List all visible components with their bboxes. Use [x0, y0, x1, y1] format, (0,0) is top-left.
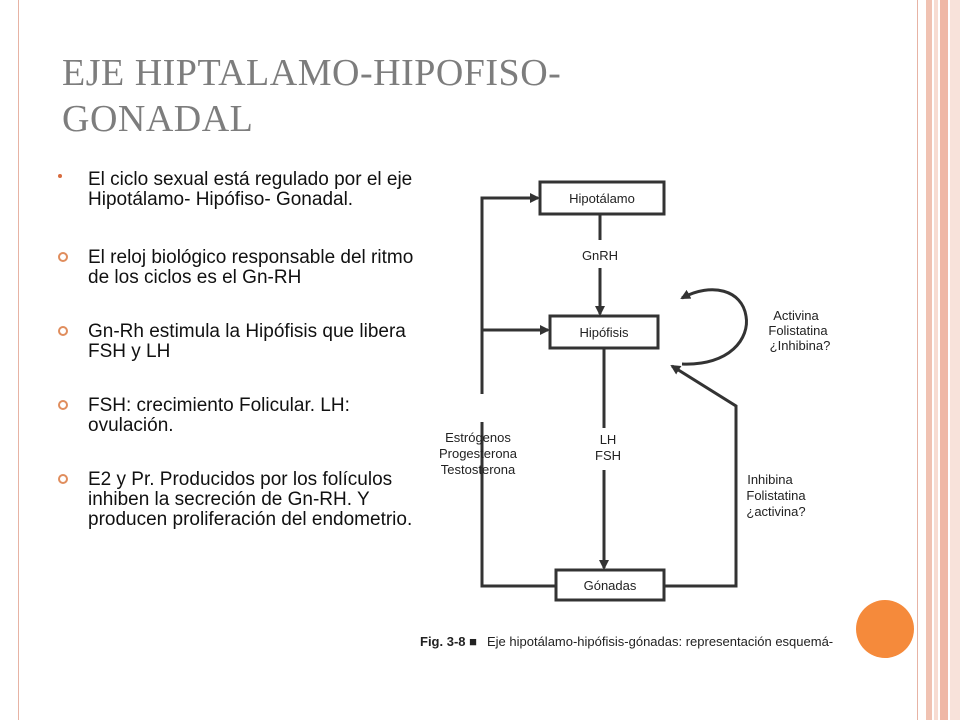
figure-caption: Fig. 3-8 ■ Eje hipotálamo-hipófisis-gónad… — [420, 634, 870, 654]
label-background — [738, 470, 826, 524]
diagram-svg: Hipotálamo Hipófisis Gónadas GnRH LH FSH… — [439, 180, 831, 602]
bullet-item: El reloj biológico responsable del ritmo… — [58, 248, 418, 288]
figure-number: Fig. 3-8 ■ — [420, 634, 477, 649]
decorative-stripe — [940, 0, 948, 720]
feedback-bottom-right-label: Inhibina — [747, 472, 793, 487]
hypothalamus-box — [538, 180, 666, 216]
pituitary-box — [548, 314, 660, 350]
gnrh-label: GnRH — [582, 248, 618, 263]
feedback-left-label: Testosterona — [441, 462, 516, 477]
bullet-ring-icon — [58, 252, 68, 262]
decorative-stripe — [950, 0, 960, 720]
slide-frame — [18, 0, 918, 720]
autocrine-loop-arrow — [680, 288, 748, 366]
bullet-dot-icon — [58, 174, 62, 178]
bullet-ring-icon — [58, 474, 68, 484]
feedback-left-label: Estrógenos — [445, 430, 511, 445]
bullet-item: El ciclo sexual está regulado por el eje… — [58, 170, 418, 210]
decorative-stripe — [926, 0, 932, 720]
feedback-arrow-hypothalamus — [480, 193, 540, 394]
bullet-item: E2 y Pr. Producidos por los folículos in… — [58, 470, 418, 530]
bullet-text: FSH: crecimiento Folicular. LH: ovulació… — [88, 395, 350, 436]
fsh-label: FSH — [595, 448, 621, 463]
bullet-text: Gn-Rh estimula la Hipófisis que libera F… — [88, 321, 406, 362]
feedback-top-right-label: Folistatina — [768, 323, 828, 338]
feedback-line-left — [480, 422, 556, 588]
bullet-ring-icon — [58, 400, 68, 410]
bullet-ring-icon — [58, 326, 68, 336]
decorative-orange-circle — [856, 600, 914, 658]
bullet-text: El ciclo sexual está regulado por el eje… — [88, 169, 413, 210]
feedback-bottom-right-label: Folistatina — [746, 488, 806, 503]
bullet-item: Gn-Rh estimula la Hipófisis que libera F… — [58, 322, 418, 362]
feedback-top-right-label: ¿Inhibina? — [770, 338, 831, 353]
feedback-left-label: Progesterona — [439, 446, 518, 461]
lh-label: LH — [600, 432, 617, 447]
hpg-axis-diagram: Hipotálamo Hipófisis Gónadas GnRH LH FSH… — [420, 170, 880, 660]
slide-title: EJE HIPTALAMO-HIPOFISO- GONADAL — [62, 52, 562, 140]
feedback-top-right-label: Activina — [773, 308, 819, 323]
feedback-bottom-right-label: ¿activina? — [746, 504, 805, 519]
bullet-text: El reloj biológico responsable del ritmo… — [88, 247, 414, 288]
bullet-text: E2 y Pr. Producidos por los folículos in… — [88, 469, 413, 530]
bullet-list: El ciclo sexual está regulado por el eje… — [58, 170, 418, 530]
feedback-arrow-right — [664, 364, 738, 588]
bullet-item: FSH: crecimiento Folicular. LH: ovulació… — [58, 396, 418, 436]
hypothalamus-label: Hipotálamo — [569, 191, 635, 206]
decorative-stripe — [934, 0, 938, 720]
figure-caption-text: Eje hipotálamo-hipófisis-gónadas: repres… — [486, 634, 834, 649]
gonads-label: Gónadas — [584, 578, 637, 593]
pituitary-label: Hipófisis — [579, 325, 629, 340]
